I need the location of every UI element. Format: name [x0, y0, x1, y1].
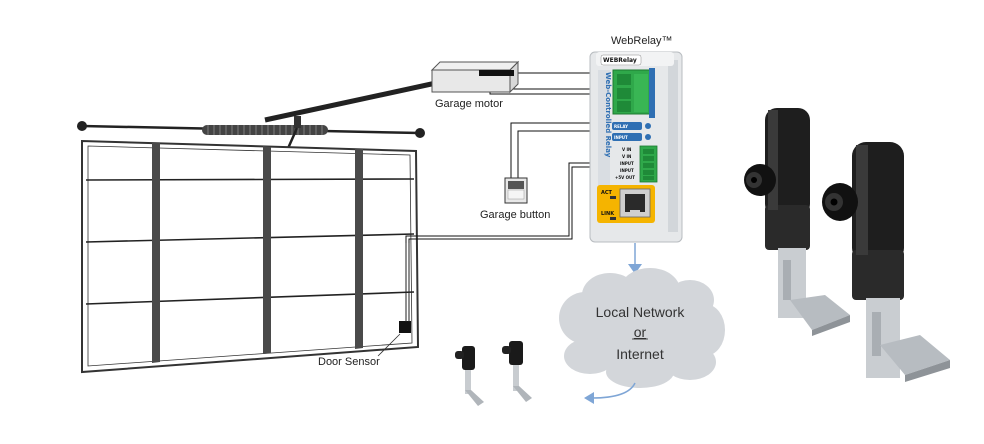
- large-sensor-left: [744, 108, 850, 336]
- door-sensor-label: Door Sensor: [318, 356, 380, 368]
- garage-door: [81, 139, 420, 374]
- input-label: INPUT: [614, 135, 628, 140]
- garage-button: [504, 177, 528, 204]
- device-logo: WEBRelay: [603, 57, 637, 64]
- cloud-line-1: Local Network: [596, 304, 686, 320]
- large-sensor-right: [822, 142, 950, 382]
- cloud-line-2: or: [634, 324, 647, 340]
- terminal-label-4: INPUT: [620, 168, 634, 173]
- webrelay-title: WebRelay™: [611, 35, 673, 47]
- cloud-line-3: Internet: [616, 346, 664, 362]
- act-label: ACT: [601, 190, 613, 196]
- door-sensor-box: [399, 321, 411, 333]
- relay-label: RELAY: [614, 124, 628, 129]
- webrelay-device: WEBRelay Web-Controlled Relay RELAY INPU…: [589, 51, 683, 243]
- terminal-label-3: INPUT: [620, 161, 634, 166]
- garage-rail: [77, 121, 425, 138]
- garage-button-label: Garage button: [480, 209, 550, 221]
- terminal-label-1: V IN: [622, 147, 631, 152]
- garage-motor-label: Garage motor: [435, 98, 503, 110]
- terminal-label-5: +5V OUT: [615, 175, 635, 180]
- small-sensor-right: [502, 341, 532, 402]
- device-side-text: Web-Controlled Relay: [604, 72, 612, 158]
- garage-motor: [430, 60, 520, 94]
- return-arrow: [584, 382, 636, 404]
- small-sensor-left: [455, 346, 484, 406]
- network-arrow: [628, 243, 642, 274]
- network-cloud: Local Network or Internet: [559, 268, 725, 388]
- link-label: LINK: [601, 211, 615, 217]
- terminal-label-2: V IN: [622, 154, 631, 159]
